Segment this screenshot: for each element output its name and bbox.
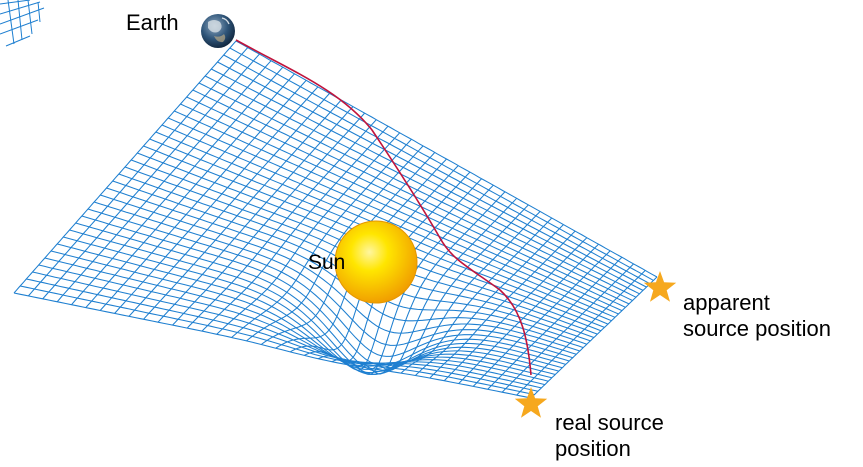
apparent-source-star-icon (643, 271, 677, 302)
grid-line (50, 250, 552, 379)
grid-line (530, 276, 658, 399)
spacetime-grid (13, 40, 658, 399)
sun-label: Sun (308, 251, 346, 274)
grid-line (516, 270, 646, 396)
grid-line (38, 264, 546, 386)
grid-line (20, 285, 535, 396)
real-source-position-label: real source position (555, 410, 664, 462)
sun (334, 220, 418, 304)
real-label-line-2: position (555, 436, 631, 461)
grid-line (501, 263, 634, 393)
grid-line (472, 250, 611, 387)
apparent-label-line-2: source position (683, 316, 831, 341)
earth-globe-icon (201, 14, 235, 48)
grid-line (26, 278, 539, 392)
real-label-line-1: real source (555, 410, 664, 435)
apparent-source-position-label: apparent source position (683, 290, 831, 342)
earth-label: Earth (126, 10, 179, 35)
grid-line (44, 257, 549, 382)
grid-line (87, 208, 573, 359)
grid-line (13, 292, 532, 399)
light-path (235, 39, 532, 376)
grid-line (32, 271, 542, 389)
apparent-label-line-1: apparent (683, 290, 770, 315)
grid-line (487, 256, 623, 390)
grid-line (458, 243, 599, 384)
corner-grid-fragment (0, 0, 45, 47)
real-source-star-icon (514, 387, 548, 418)
